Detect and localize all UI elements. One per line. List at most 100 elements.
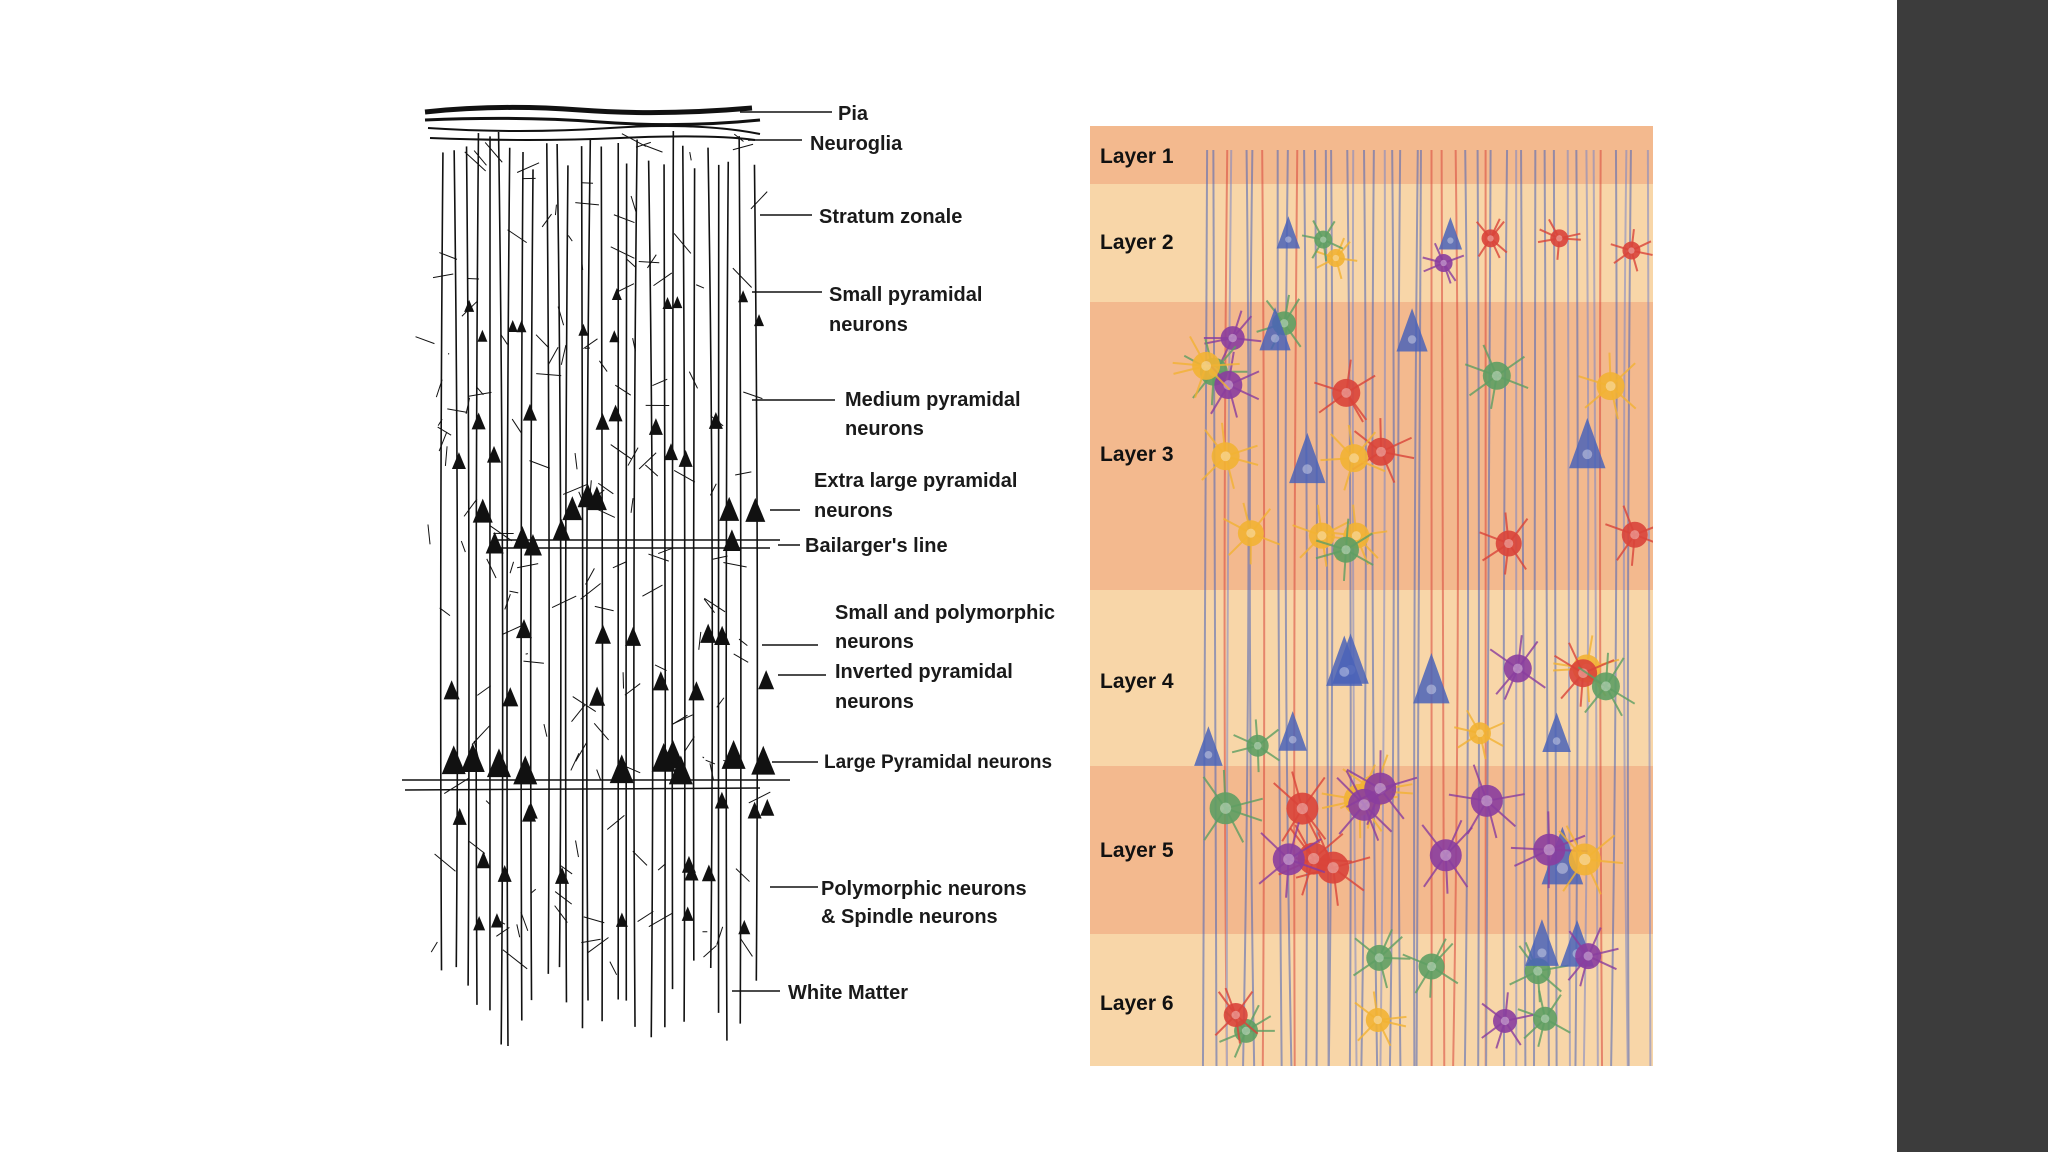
pyramidal-soma <box>625 626 642 646</box>
dendrite-line <box>740 938 753 957</box>
pyramidal-soma <box>522 403 537 421</box>
cell-nucleus <box>1537 948 1547 958</box>
pyramidal-soma <box>452 808 467 825</box>
axon-fiber <box>1520 149 1527 1066</box>
pyramidal-soma <box>586 486 607 511</box>
dendrite-line <box>658 547 672 555</box>
stellate-cell <box>1418 953 1445 980</box>
dendrite-line <box>624 683 641 696</box>
dendrite-line <box>627 447 639 466</box>
dendrite-line <box>439 607 451 617</box>
pyramidal-cell <box>1278 711 1307 751</box>
dendrite-line <box>575 202 599 206</box>
cell-nucleus <box>1512 663 1523 674</box>
axon-fiber <box>1242 149 1250 1066</box>
dendrite-line <box>732 143 754 151</box>
dendrite-line <box>574 453 578 470</box>
dendrite-line <box>434 853 456 872</box>
stellate-cell <box>1192 351 1221 380</box>
dendrite-line <box>572 696 597 712</box>
stellate-cell <box>1365 1007 1390 1032</box>
dendrite-line <box>581 938 601 944</box>
pyramidal-soma <box>477 329 488 342</box>
stellate-cell <box>1237 520 1264 547</box>
axon-fiber <box>1485 149 1492 1066</box>
dendrite-line <box>485 800 491 805</box>
dendrite-line <box>560 865 573 875</box>
stellate-cell <box>1434 254 1453 273</box>
dendrite-line <box>688 371 698 389</box>
dendrite-line <box>738 638 748 647</box>
dendrite-line <box>703 945 717 958</box>
dendrite-line <box>638 452 657 470</box>
dendrite-line <box>632 850 648 866</box>
dendrite-line <box>716 926 724 945</box>
cell-nucleus <box>1317 531 1327 541</box>
stellate-cell <box>1503 654 1532 683</box>
pyramidal-soma <box>476 851 491 869</box>
cell-nucleus <box>1201 360 1212 371</box>
dendrite-line <box>438 431 448 452</box>
dendrite-line <box>612 561 627 569</box>
cell-nucleus <box>1349 453 1359 464</box>
dendrite-line <box>475 386 484 396</box>
fiber-line <box>633 139 638 1027</box>
fiber-line <box>506 147 511 1047</box>
dendrite-line <box>654 664 667 671</box>
dendrite-line <box>554 905 568 923</box>
pyramidal-soma <box>451 452 466 469</box>
fiber-line <box>439 152 444 971</box>
pyramidal-soma <box>700 623 717 643</box>
cell-nucleus <box>1407 335 1417 344</box>
layer-band-1 <box>1090 126 1653 184</box>
layer-5-label: Layer 5 <box>1100 839 1174 862</box>
cell-nucleus <box>1582 449 1593 460</box>
dendrite-line <box>496 927 510 937</box>
cell-nucleus <box>1628 247 1635 254</box>
label-inverted-1: Inverted pyramidal <box>835 661 1013 683</box>
pyramidal-soma <box>714 625 731 646</box>
fiber-line <box>625 163 628 1001</box>
pyramidal-soma <box>441 745 466 775</box>
label-bailarger: Bailarger's line <box>805 535 948 557</box>
dendrite-line <box>447 408 468 413</box>
fiber-line <box>545 143 550 974</box>
dendrite-line <box>575 840 579 858</box>
axon-fiber <box>1566 149 1571 1066</box>
axon-fiber <box>1284 149 1293 1066</box>
pyramidal-soma <box>513 526 532 548</box>
dendrite-line <box>712 555 728 560</box>
cell-nucleus <box>1223 380 1234 390</box>
stellate-cell <box>1550 229 1569 248</box>
fiber-line <box>465 146 470 986</box>
cell-nucleus <box>1283 853 1295 865</box>
axon-fiber <box>1212 149 1218 1066</box>
dendrite-line <box>748 791 771 804</box>
dendrite-line <box>464 151 486 172</box>
layer-4-label: Layer 4 <box>1100 670 1174 693</box>
label-small-polymorphic-1: Small and polymorphic <box>835 602 1055 624</box>
pyramidal-soma <box>523 533 542 556</box>
cell-nucleus <box>1228 333 1237 343</box>
cell-nucleus <box>1219 802 1232 814</box>
cell-nucleus <box>1220 451 1231 462</box>
label-extra-large-2: neurons <box>814 500 893 522</box>
pyramidal-soma <box>672 296 683 309</box>
pyramidal-cell <box>1259 307 1291 351</box>
cell-nucleus <box>1500 1016 1510 1026</box>
pyramidal-soma <box>681 906 694 921</box>
dendrite-line <box>704 597 726 613</box>
fiber-line <box>600 146 604 1022</box>
fiber-line <box>753 164 759 981</box>
cell-nucleus <box>1481 795 1493 807</box>
axon-fiber <box>1351 149 1358 1066</box>
fiber-line <box>580 146 584 1029</box>
dendrite-line <box>732 267 752 288</box>
stellate-cell <box>1481 229 1500 248</box>
dendrite-line <box>593 722 609 741</box>
pyramidal-cell <box>1569 417 1606 469</box>
dendrite-line <box>621 133 647 147</box>
dendrite-line <box>465 397 471 414</box>
pyramidal-cell <box>1413 652 1450 704</box>
pyramidal-cell <box>1396 308 1428 352</box>
